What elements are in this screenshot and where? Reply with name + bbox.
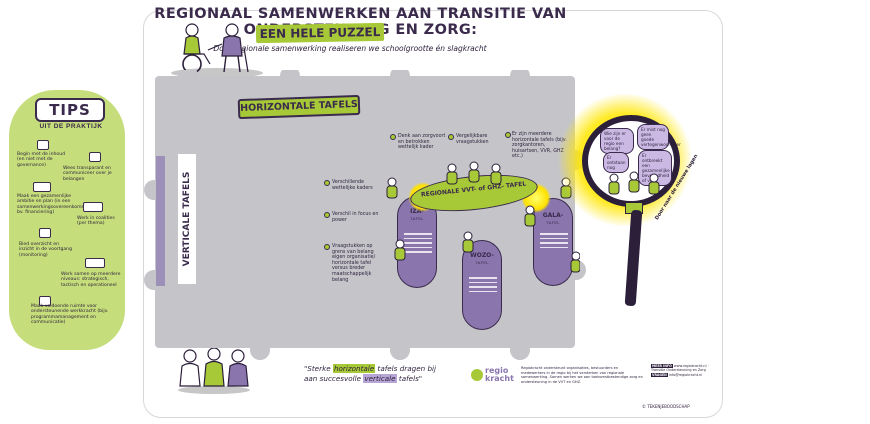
chart-icon xyxy=(39,228,51,238)
tips-panel: TIPS UIT DE PRAKTIJK Begin met de inhoud… xyxy=(9,90,125,350)
tip-item: Bied overzicht en inzicht in de voortgan… xyxy=(19,242,73,258)
regiokracht-logo: regio kracht xyxy=(471,367,517,385)
wheelchair-illustration-icon xyxy=(182,23,249,74)
pillar-gala xyxy=(533,198,573,286)
pillar-text-lines xyxy=(469,277,497,295)
table-people-icon xyxy=(386,161,580,273)
footer-quote: "Sterke horizontale tafels dragen bij aa… xyxy=(304,364,440,384)
tip-item: Werk samen op meerdere niveaus: strategi… xyxy=(61,272,121,288)
vertical-note: Verschil in focus en power xyxy=(332,212,379,223)
logo-line-1: regio xyxy=(485,366,509,375)
magnifier-people-icon xyxy=(608,171,660,195)
vertical-tables-label: VERTICALE TAFELS xyxy=(178,154,196,284)
tips-title: TIPS xyxy=(49,101,91,119)
tips-subtitle: UIT DE PRAKTIJK xyxy=(39,123,103,130)
tips-header: TIPS xyxy=(35,98,105,122)
credit-text: © TEKENJEBOODSCHAP xyxy=(642,404,690,409)
pillar-name: GALA- xyxy=(542,212,564,219)
note-bullet xyxy=(390,134,396,140)
meta-label: MEER INFO xyxy=(651,364,673,369)
pillar-text-lines xyxy=(404,233,432,256)
handshake-icon xyxy=(33,182,51,192)
footer-meta: MEER INFO www.regiokracht.nl · Transitie… xyxy=(651,364,719,377)
quote-part: tafels" xyxy=(396,374,423,383)
logo-mark-icon xyxy=(471,369,483,381)
note-bullet xyxy=(324,180,330,186)
pillar-text-lines xyxy=(540,233,568,251)
pillar-name: IZA- xyxy=(410,208,424,215)
page-subtitle: EEN HELE PUZZEL xyxy=(259,24,381,42)
magnifier-bubble: Wie zijn er voor de regio een belang? xyxy=(600,128,634,154)
tip-item: Maak een gezamenlijke ambitie en plan (i… xyxy=(17,194,86,215)
meta-row: VRAGEN info@regiokracht.nl xyxy=(651,372,719,377)
vertical-accent-bar xyxy=(156,156,165,286)
quote-highlight-vertical: verticale xyxy=(363,374,397,383)
megaphone-icon xyxy=(89,152,101,162)
note-bullet xyxy=(324,212,330,218)
pillar-sub: TAFEL xyxy=(410,216,424,221)
magnifier-bubble: Er ontstaan nog xyxy=(603,152,629,173)
note-bullet xyxy=(448,134,454,140)
vertical-note: Vraagstukken op grens van belang eigen o… xyxy=(332,244,376,283)
horizontal-note: Er zijn meerdere horizontale tafels (bij… xyxy=(512,132,567,160)
note-bullet xyxy=(505,132,511,138)
pillar-wozo xyxy=(462,240,502,330)
quote-highlight-horizontal: horizontale xyxy=(332,364,376,373)
meta-label: VRAGEN xyxy=(651,372,668,377)
layers-icon xyxy=(85,258,105,268)
tip-item: Wees transparant en communiceer over je … xyxy=(63,166,112,182)
meta-text: info@regiokracht.nl xyxy=(668,372,703,377)
note-bullet xyxy=(324,244,330,250)
tip-item: Werk in coalities (per thema) xyxy=(77,216,115,227)
pillar-sub: TAFEL xyxy=(475,260,489,265)
horizontal-note: Vergelijkbare vraagstukken xyxy=(456,134,489,145)
quote-part: "Sterke xyxy=(304,364,333,373)
people-group-icon xyxy=(178,347,250,394)
logo-text: regio kracht xyxy=(485,367,514,383)
group-icon xyxy=(83,202,103,212)
magnifier-bubble: Er mist nog geen goede vertegenwoordiger xyxy=(637,124,681,150)
quote-part: tafels dragen bij aan succesvolle xyxy=(304,364,437,383)
meta-text: www.regiokracht.nl · Transitie Ondersteu… xyxy=(651,364,709,373)
vertical-note: Verschillende wettelijke kaders xyxy=(332,180,373,191)
tip-item: Maak voldoende ruimte voor ondersteunend… xyxy=(31,304,109,325)
meta-row: MEER INFO www.regiokracht.nl · Transitie… xyxy=(651,364,719,373)
horizontal-note: Denk aan zorgvoort en betrokken wettelij… xyxy=(398,134,446,151)
logo-line-2: kracht xyxy=(485,374,514,383)
pillar-sub: TAFEL xyxy=(546,220,560,225)
footer-description: Regiokracht ondersteunt organisaties, be… xyxy=(521,366,643,384)
ground-shadow xyxy=(171,68,263,78)
puzzle-board xyxy=(155,76,575,348)
lead-text: Door regionale samenwerking realiseren w… xyxy=(213,44,487,53)
toolbox-icon xyxy=(39,296,51,306)
tip-item: Begin met de inhoud (en niet met de gove… xyxy=(17,152,66,168)
subtitle-banner: EEN HELE PUZZEL xyxy=(255,22,385,44)
pillar-name: WOZO- xyxy=(470,252,494,259)
lightbulb-icon xyxy=(37,140,49,150)
horizontal-tables-label: HORIZONTALE TAFELS xyxy=(237,94,361,120)
